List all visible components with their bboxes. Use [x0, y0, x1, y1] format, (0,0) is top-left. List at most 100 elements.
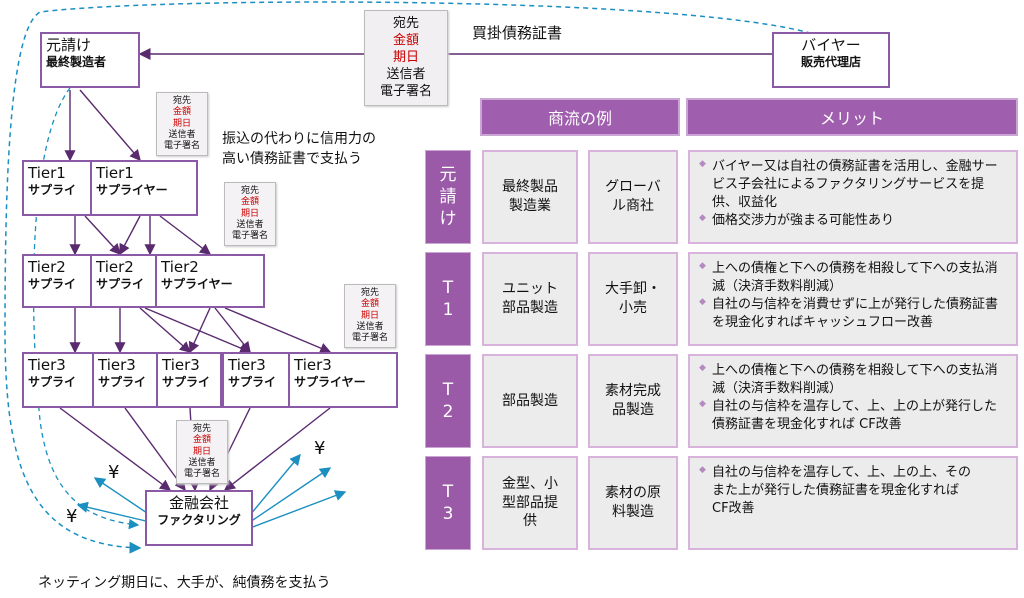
- node-tier1-a: Tier1 サプライ: [22, 160, 94, 216]
- node-tier3-d-title: Tier3: [228, 356, 266, 374]
- node-tier3-e-subtitle: サプライヤー: [294, 374, 366, 389]
- cell-line: 部品製造: [502, 300, 558, 316]
- merit-item: 自社の与信枠を温存して、上、上の上、その また上が発行した債務証書を現金化すれば…: [699, 464, 1008, 518]
- note-due-date: 期日: [360, 310, 379, 321]
- side-char: 3: [442, 504, 454, 524]
- merit-line: CF改善: [712, 500, 755, 516]
- note-signature: 電子署名: [379, 83, 432, 99]
- note-signature: 電子署名: [183, 469, 220, 479]
- node-motouke-title: 元請け: [46, 36, 92, 54]
- node-finance: 金融会社 ファクタリング: [145, 490, 253, 546]
- cell-line: 素材完成: [605, 383, 661, 400]
- node-buyer-subtitle: 販売代理店: [800, 54, 861, 69]
- node-tier2-c-title: Tier2: [161, 258, 199, 276]
- row-side-t3: T 3: [425, 456, 471, 550]
- row-side-motouke: 元 請 け: [425, 150, 471, 244]
- side-char: 2: [442, 402, 454, 422]
- node-motouke-subtitle: 最終製造者: [46, 54, 107, 69]
- table-header-merit: メリット: [686, 98, 1018, 136]
- node-tier1-a-subtitle: サプライ: [28, 182, 77, 197]
- row-3-flow-2: 素材の原 料製造: [588, 456, 678, 550]
- pay-with-credit-line-1: 振込の代わりに信用力の: [222, 131, 376, 147]
- side-char: 1: [442, 300, 454, 320]
- note-sender: 送信者: [386, 66, 426, 82]
- row-2-merits: 上への債権と下への債務を相殺して下への支払消滅（決済手数料削減） 自社の与信枠を…: [688, 354, 1018, 448]
- cell-line: 料製造: [612, 504, 654, 520]
- node-tier3-d: Tier3 サプライ: [222, 352, 290, 408]
- merit-line: また上が発行した債務証書を現金化すれば: [712, 482, 960, 498]
- cell-line: ル商社: [612, 198, 654, 214]
- row-0-merits: バイヤー又は自社の債務証書を活用し、金融サービス子会社によるファクタリングサービ…: [688, 150, 1018, 244]
- node-tier3-a: Tier3 サプライ: [22, 352, 94, 408]
- row-1-flow-2: 大手卸・ 小売: [588, 252, 678, 346]
- node-tier1-b: Tier1 サプライヤー: [90, 160, 198, 216]
- bond-note-1: 宛先 金額 期日 送信者 電子署名: [156, 92, 208, 157]
- note-due-date: 期日: [392, 49, 419, 65]
- cell-line: 金型、小: [502, 475, 558, 492]
- note-signature: 電子署名: [351, 333, 388, 343]
- node-buyer-title: バイヤー: [801, 36, 861, 54]
- note-due-date: 期日: [192, 446, 211, 457]
- cell-line: 最終製品: [502, 179, 558, 196]
- yen-symbol-3: ¥: [314, 438, 326, 459]
- node-tier2-a-subtitle: サプライ: [28, 276, 77, 291]
- row-side-t2: T 2: [425, 354, 471, 448]
- cell-line: 部品製造: [502, 392, 558, 409]
- yen-symbol-1: ¥: [108, 462, 120, 483]
- cell-line: 品製造: [612, 402, 654, 418]
- node-tier2-c: Tier2 サプライヤー: [155, 254, 265, 308]
- cell-line: 大手卸・: [605, 281, 661, 298]
- note-amount: 金額: [240, 197, 259, 208]
- bond-label: 買掛債務証書: [472, 24, 563, 42]
- cell-line: グローバ: [605, 179, 661, 196]
- note-recipient: 宛先: [172, 96, 191, 106]
- cell-line: 小売: [619, 300, 647, 316]
- bond-note-3: 宛先 金額 期日 送信者 電子署名: [344, 284, 396, 349]
- note-due-date: 期日: [172, 118, 191, 129]
- side-char: け: [439, 209, 457, 230]
- node-tier3-b: Tier3 サプライ: [92, 352, 158, 408]
- row-1-flow-1: ユニット 部品製造: [482, 252, 578, 346]
- node-tier1-a-title: Tier1: [28, 164, 66, 182]
- node-finance-subtitle: ファクタリング: [157, 512, 241, 527]
- note-signature: 電子署名: [231, 231, 268, 241]
- merit-item: 上への債権と下への債務を相殺して下への支払消滅（決済手数料削減）: [699, 260, 1008, 296]
- table-header-flow: 商流の例: [480, 98, 680, 136]
- note-amount: 金額: [172, 107, 191, 118]
- node-tier3-b-title: Tier3: [98, 356, 136, 374]
- bond-note-4: 宛先 金額 期日 送信者 電子署名: [176, 420, 228, 485]
- merit-line: 自社の与信枠を温存して、上、上の上、その: [712, 465, 971, 480]
- merit-item: 上への債権と下への債務を相殺して下への支払消滅（決済手数料削減）: [699, 362, 1008, 398]
- node-tier3-a-subtitle: サプライ: [28, 374, 77, 389]
- cell-line: ユニット: [502, 281, 558, 298]
- cell-line: 供: [523, 513, 537, 530]
- pay-with-credit-label: 振込の代わりに信用力の 高い債務証書で支払う: [222, 130, 376, 169]
- note-recipient: 宛先: [240, 186, 259, 196]
- node-tier3-e: Tier3 サプライヤー: [288, 352, 398, 408]
- node-tier2-b-title: Tier2: [96, 258, 134, 276]
- note-sender: 送信者: [236, 219, 264, 230]
- note-signature: 電子署名: [163, 141, 200, 151]
- netting-dashed-path: [4, 1, 821, 554]
- note-sender: 送信者: [188, 457, 216, 468]
- node-finance-title: 金融会社: [168, 494, 229, 512]
- row-0-flow-2: グローバ ル商社: [588, 150, 678, 244]
- note-sender: 送信者: [168, 129, 196, 140]
- node-tier1-b-subtitle: サプライヤー: [96, 182, 168, 197]
- bond-note-2: 宛先 金額 期日 送信者 電子署名: [224, 182, 276, 247]
- bond-note-main: 宛先 金額 期日 送信者 電子署名: [364, 10, 448, 107]
- netting-label: ネッティング期日に、大手が、純債務を支払う: [38, 575, 331, 591]
- pay-with-credit-line-2: 高い債務証書で支払う: [222, 150, 362, 167]
- yen-symbol-2: ¥: [66, 506, 78, 527]
- node-tier2-a-title: Tier2: [28, 258, 66, 276]
- note-sender: 送信者: [356, 321, 384, 332]
- note-due-date: 期日: [240, 208, 259, 219]
- note-recipient: 宛先: [392, 16, 419, 31]
- node-tier2-c-subtitle: サプライヤー: [161, 276, 233, 291]
- node-tier3-e-title: Tier3: [294, 356, 332, 374]
- node-motouke: 元請け 最終製造者: [40, 32, 140, 88]
- merit-item: 自社の与信枠を消費せずに上が発行した債務証書を現金化すればキャッシュフロー改善: [699, 296, 1008, 332]
- row-side-t1: T 1: [425, 252, 471, 346]
- side-char: T: [442, 277, 454, 298]
